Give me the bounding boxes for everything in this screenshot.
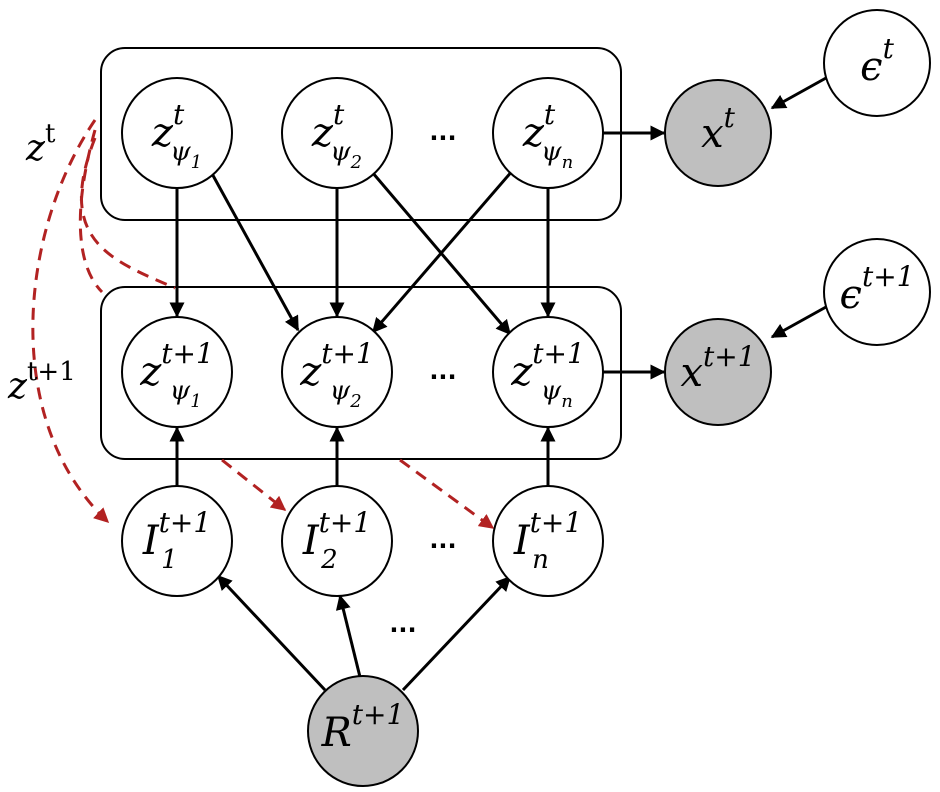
dashed-edge-zt12-to-In (399, 458, 495, 530)
svg-text:It+11: It+11 (142, 506, 211, 575)
dashed-edge-zt11-to-I2 (221, 458, 287, 512)
dashed-edge-zt-to-zt1-plate (79, 137, 176, 290)
svg-text:ϵt+1: ϵt+1 (840, 260, 915, 318)
ellipsis-top-row: ... (429, 118, 456, 146)
edge-zt1-to-zt12 (208, 169, 300, 332)
dashed-edge-zt-to-plate-corner (78, 129, 104, 294)
edge-R-to-In (401, 575, 512, 692)
edge-R-to-I2 (335, 594, 362, 678)
ellipsis-bottom-row: ... (429, 526, 456, 554)
edge-R-to-I1 (216, 574, 327, 692)
node-x-t: xt (664, 79, 772, 187)
node-R: Rt+1 (307, 675, 419, 787)
svg-text:It+12: It+12 (302, 506, 371, 575)
node-x-t1: xt+1 (664, 318, 772, 426)
svg-text:zt+1ψn: zt+1ψn (510, 337, 585, 412)
edge-ztn-to-zt12 (371, 169, 515, 334)
dashed-edges (31, 119, 495, 530)
svg-text:It+1n: It+1n (513, 506, 582, 575)
ellipsis-R-edges: ... (389, 610, 416, 638)
edge-epst-to-xt (770, 76, 827, 110)
dashed-edge-zt-to-I1 (31, 119, 110, 524)
svg-text:ϵt: ϵt (860, 32, 894, 90)
svg-text:Rt+1: Rt+1 (321, 698, 405, 756)
ellipsis-middle-row: ... (429, 357, 456, 385)
node-epsilon-t1: ϵt+1 (823, 238, 931, 346)
edge-epst1-to-xt1 (770, 305, 827, 339)
svg-text:zt+1ψ1: zt+1ψ1 (139, 337, 214, 412)
plate-label-z-t-plus-1: zt+1 (7, 357, 76, 407)
svg-text:xt+1: xt+1 (680, 340, 755, 396)
edges (169, 76, 827, 692)
node-epsilon-t: ϵt (823, 9, 931, 117)
svg-text:xt: xt (701, 101, 736, 157)
plate-label-z-t: zt (25, 119, 56, 169)
svg-text:zt+1ψ2: zt+1ψ2 (299, 337, 374, 412)
